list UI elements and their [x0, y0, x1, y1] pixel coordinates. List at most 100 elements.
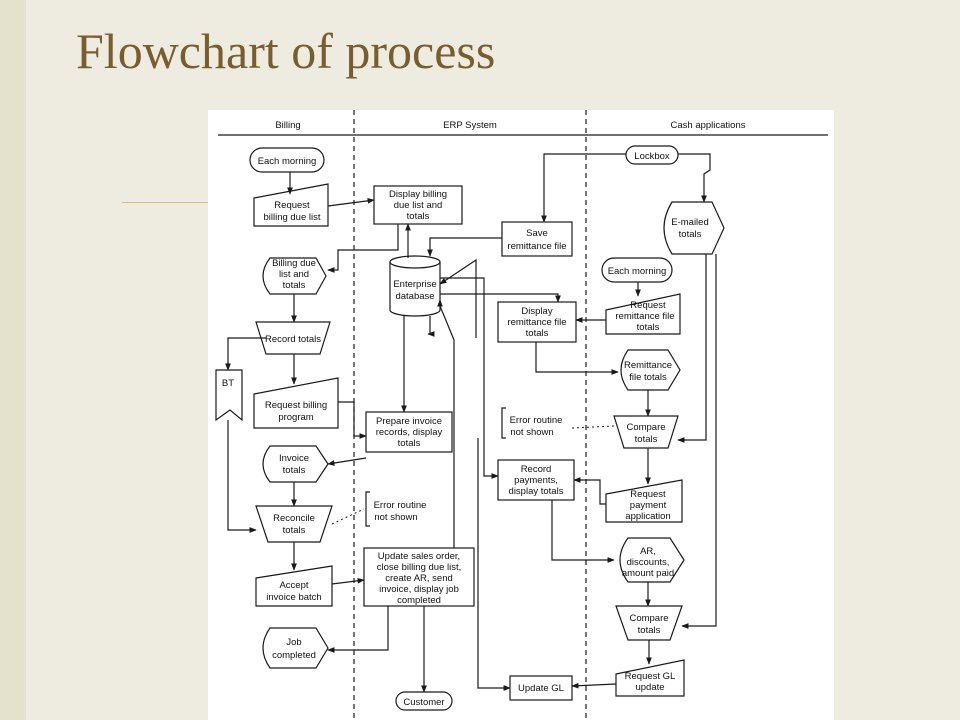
- svg-text:Record: Record: [521, 464, 552, 475]
- svg-text:Record totals: Record totals: [265, 334, 321, 345]
- node-display-billing-due-list: Display billing due list and totals: [373, 185, 463, 225]
- svg-text:invoice batch: invoice batch: [266, 592, 321, 603]
- node-record-payments: Record payments, display totals: [497, 459, 575, 501]
- svg-text:amount paid: amount paid: [622, 568, 674, 579]
- svg-text:invoice, display job: invoice, display job: [379, 584, 459, 595]
- svg-text:Display billing: Display billing: [389, 189, 447, 200]
- node-enterprise-database: Enterprise database: [389, 255, 441, 317]
- svg-text:totals: totals: [526, 328, 549, 339]
- dotted-link-billing-error: [331, 508, 365, 525]
- svg-text:totals: totals: [283, 465, 306, 476]
- svg-text:due list and: due list and: [394, 200, 443, 211]
- node-billing-due-list-totals: Billing due list and totals: [262, 257, 327, 295]
- svg-text:Request: Request: [630, 300, 666, 311]
- svg-text:Remittance: Remittance: [624, 360, 672, 371]
- node-compare-totals-1: Compare totals: [613, 415, 679, 449]
- dotted-link-cash-error: [571, 425, 615, 429]
- left-decorative-band: [0, 0, 26, 720]
- node-update-gl: Update GL: [509, 675, 573, 701]
- svg-text:Update GL: Update GL: [518, 683, 564, 694]
- svg-text:update: update: [635, 682, 664, 693]
- node-request-gl-update: Request GL update: [615, 659, 685, 697]
- svg-text:Reconcile: Reconcile: [273, 513, 315, 524]
- svg-text:Update sales order,: Update sales order,: [378, 551, 460, 562]
- svg-text:totals: totals: [398, 438, 421, 449]
- svg-text:Customer: Customer: [403, 697, 444, 708]
- svg-text:totals: totals: [637, 322, 660, 333]
- svg-text:Request: Request: [274, 200, 310, 211]
- node-error-routine-billing: Error routine not shown: [365, 491, 427, 527]
- svg-text:display totals: display totals: [509, 486, 564, 497]
- node-reconcile-totals: Reconcile totals: [255, 505, 333, 543]
- svg-text:completed: completed: [397, 595, 441, 606]
- svg-text:file totals: file totals: [629, 372, 667, 383]
- flow-connectors: [225, 153, 717, 693]
- svg-text:Error routine: Error routine: [510, 415, 563, 426]
- svg-text:records, display: records, display: [376, 427, 443, 438]
- svg-text:Display: Display: [521, 306, 552, 317]
- svg-text:totals: totals: [283, 525, 306, 536]
- svg-text:totals: totals: [679, 229, 702, 240]
- svg-text:totals: totals: [407, 211, 430, 222]
- svg-text:program: program: [278, 412, 313, 423]
- svg-text:billing due list: billing due list: [263, 212, 320, 223]
- node-text: Each morning: [258, 156, 317, 167]
- svg-text:Save: Save: [526, 228, 548, 239]
- lane-label-erp: ERP System: [443, 120, 497, 131]
- svg-text:totals: totals: [283, 280, 306, 291]
- node-bt: BT: [215, 369, 243, 422]
- node-accept-invoice-batch: Accept invoice batch: [255, 565, 333, 607]
- svg-text:Prepare invoice: Prepare invoice: [376, 416, 442, 427]
- svg-text:database: database: [395, 291, 434, 302]
- node-lockbox: Lockbox: [625, 145, 679, 165]
- node-customer: Customer: [395, 691, 453, 711]
- svg-text:Accept: Accept: [279, 580, 308, 591]
- svg-text:Job: Job: [286, 637, 301, 648]
- svg-text:discounts,: discounts,: [627, 557, 670, 568]
- svg-text:payments,: payments,: [514, 475, 558, 486]
- node-invoice-totals: Invoice totals: [262, 445, 329, 483]
- svg-text:payment: payment: [630, 500, 667, 511]
- svg-text:remittance file: remittance file: [507, 241, 566, 252]
- svg-text:remittance file: remittance file: [507, 317, 566, 328]
- svg-text:close billing due list,: close billing due list,: [377, 562, 462, 573]
- svg-text:totals: totals: [635, 434, 658, 445]
- svg-text:Lockbox: Lockbox: [634, 151, 670, 162]
- node-record-totals: Record totals: [255, 321, 331, 355]
- svg-text:Enterprise: Enterprise: [393, 279, 436, 290]
- svg-text:Request: Request: [630, 489, 666, 500]
- svg-text:Each morning: Each morning: [608, 266, 667, 277]
- svg-text:list and: list and: [279, 269, 309, 280]
- node-update-sales-order: Update sales order, close billing due li…: [363, 547, 475, 607]
- flowchart-panel: Billing ERP System Cash applications Eac…: [208, 110, 834, 720]
- node-each-morning-cash: Each morning: [601, 257, 673, 283]
- node-prepare-invoice-records: Prepare invoice records, display totals: [365, 411, 453, 453]
- svg-text:AR,: AR,: [640, 546, 656, 557]
- node-request-billing-due-list: Request billing due list: [253, 183, 329, 227]
- svg-text:completed: completed: [272, 650, 316, 661]
- flowchart-svg: Billing ERP System Cash applications Eac…: [215, 110, 828, 720]
- lane-label-cash: Cash applications: [671, 120, 746, 131]
- node-ar-discounts: AR, discounts, amount paid: [619, 537, 685, 583]
- node-request-remittance-file: Request remittance file totals: [605, 293, 681, 335]
- svg-text:Invoice: Invoice: [279, 453, 309, 464]
- node-request-payment-application: Request payment application: [605, 479, 683, 523]
- svg-text:BT: BT: [222, 378, 234, 389]
- node-request-billing-program: Request billing program: [253, 377, 339, 429]
- node-error-routine-cash: Error routine not shown: [501, 407, 563, 439]
- svg-text:Compare: Compare: [626, 422, 665, 433]
- svg-text:Billing due: Billing due: [272, 258, 316, 269]
- svg-text:Compare: Compare: [629, 613, 668, 624]
- lane-label-billing: Billing: [275, 120, 300, 131]
- node-compare-totals-2: Compare totals: [615, 605, 683, 641]
- node-remittance-file-totals: Remittance file totals: [620, 349, 681, 391]
- svg-text:totals: totals: [638, 625, 661, 636]
- svg-text:remittance file: remittance file: [615, 311, 674, 322]
- svg-text:application: application: [625, 511, 670, 522]
- svg-text:Request billing: Request billing: [265, 400, 327, 411]
- svg-text:Request GL: Request GL: [625, 671, 676, 682]
- lane-structure: Billing ERP System Cash applications: [218, 110, 828, 720]
- svg-text:Error routine: Error routine: [374, 500, 427, 511]
- node-emailed-totals: E-mailed totals: [663, 201, 725, 255]
- node-save-remittance-file: Save remittance file: [501, 221, 573, 257]
